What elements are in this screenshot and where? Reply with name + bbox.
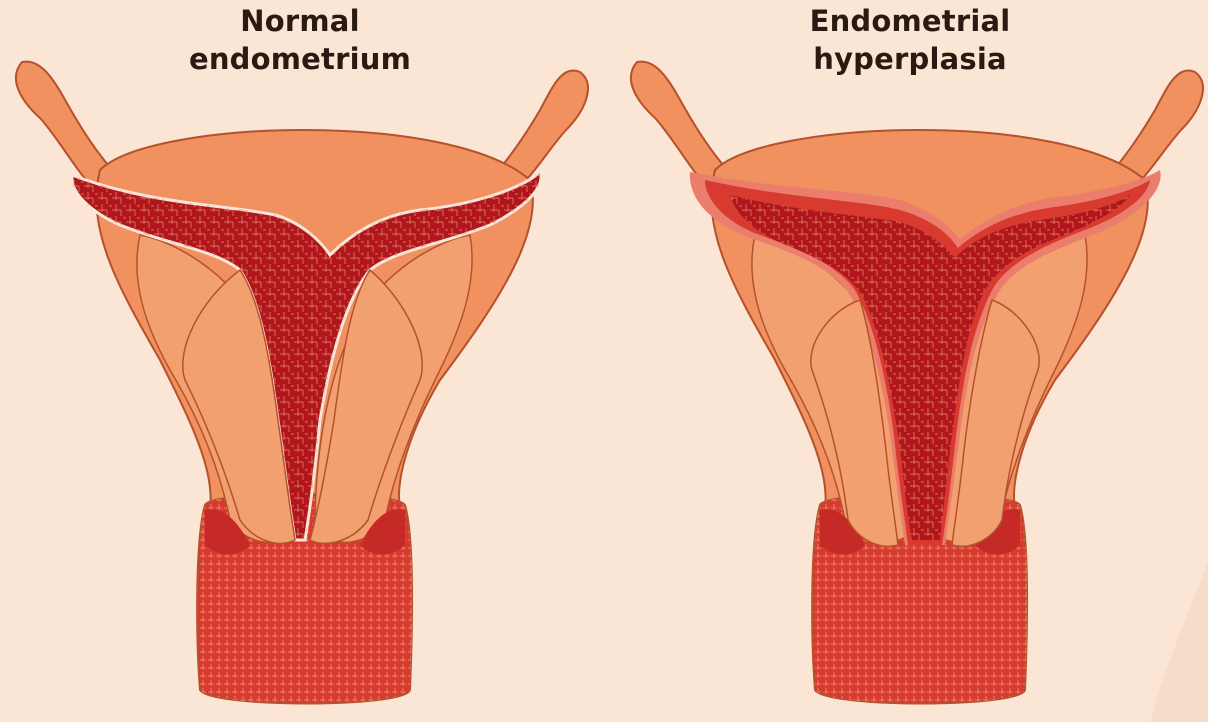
- corner-shading: [1150, 560, 1208, 722]
- normal-uterus: [16, 62, 588, 704]
- hyperplasia-uterus: [631, 62, 1203, 704]
